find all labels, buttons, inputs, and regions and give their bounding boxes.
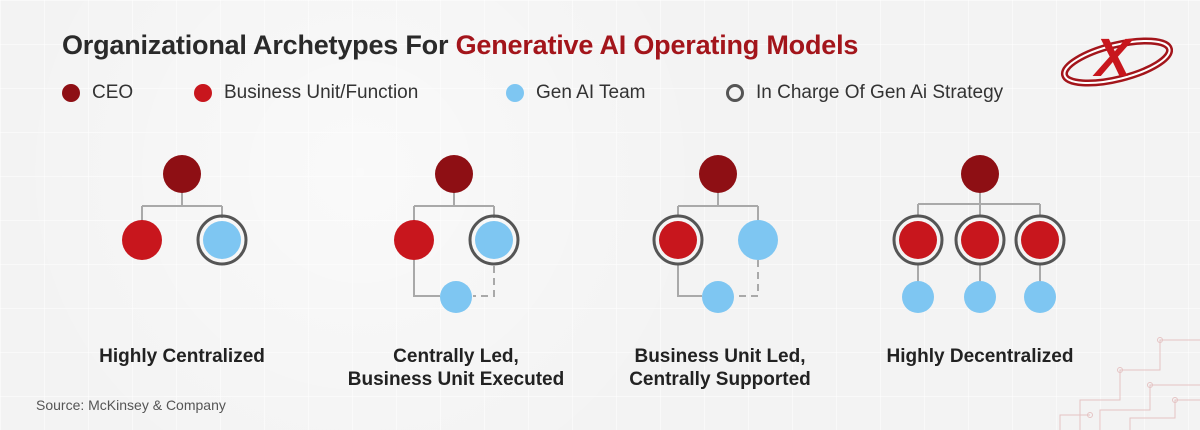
caption-line: Business Unit Executed bbox=[347, 369, 565, 390]
caption-line: Centrally Supported bbox=[629, 369, 811, 390]
archetype-highly-centralized bbox=[141, 192, 223, 222]
source-note: Source: McKinsey & Company bbox=[36, 397, 226, 413]
ceo-node bbox=[435, 155, 473, 193]
legend-item-gen-ai-team: Gen AI Team bbox=[506, 82, 646, 104]
archetype-3-nodes bbox=[652, 155, 778, 313]
gen-ai-team-node bbox=[738, 220, 778, 260]
circuit-decoration bbox=[1059, 337, 1200, 430]
title-accent: Generative AI Operating Models bbox=[455, 30, 859, 60]
legend: CEO Business Unit/Function Gen AI Team I… bbox=[0, 82, 1200, 106]
legend-label: Gen AI Team bbox=[536, 82, 646, 103]
legend-item-business-unit: Business Unit/Function bbox=[194, 82, 418, 104]
gen-ai-team-node bbox=[440, 281, 472, 313]
caption-bu-led: Business Unit Led, Centrally Supported bbox=[570, 345, 870, 391]
ceo-node bbox=[163, 155, 201, 193]
archetype-highly-decentralized bbox=[917, 192, 1041, 282]
gen-ai-team-node bbox=[964, 281, 996, 313]
archetype-2-nodes bbox=[394, 155, 520, 313]
ceo-node bbox=[699, 155, 737, 193]
gen-ai-team-node bbox=[902, 281, 934, 313]
strategy-ring bbox=[954, 214, 1006, 266]
gen-ai-team-dot-icon bbox=[506, 84, 524, 102]
caption-line: Highly Centralized bbox=[99, 346, 265, 367]
business-unit-node bbox=[961, 221, 999, 259]
business-unit-node bbox=[394, 220, 434, 260]
caption-line: Centrally Led, bbox=[393, 346, 519, 367]
gen-ai-team-node bbox=[1024, 281, 1056, 313]
ceo-node bbox=[961, 155, 999, 193]
strategy-ring bbox=[196, 214, 248, 266]
business-unit-node bbox=[659, 221, 697, 259]
business-unit-node bbox=[899, 221, 937, 259]
gen-ai-team-node bbox=[702, 281, 734, 313]
title-prefix: Organizational Archetypes For bbox=[62, 30, 456, 60]
legend-item-ceo: CEO bbox=[62, 82, 133, 104]
caption-line: Highly Decentralized bbox=[886, 346, 1074, 367]
page-title: Organizational Archetypes For Generative… bbox=[62, 30, 858, 61]
strategy-ring bbox=[652, 214, 704, 266]
archetype-centrally-led bbox=[413, 192, 495, 297]
archetype-bu-led bbox=[677, 192, 759, 297]
strategy-ring-icon bbox=[726, 84, 744, 102]
caption-centrally-led: Centrally Led, Business Unit Executed bbox=[306, 345, 606, 391]
x-swoosh-logo-icon: X bbox=[1060, 28, 1173, 88]
gen-ai-team-node bbox=[203, 221, 241, 259]
caption-highly-decentralized: Highly Decentralized bbox=[830, 345, 1130, 368]
legend-item-strategy: In Charge Of Gen Ai Strategy bbox=[726, 82, 1003, 104]
ceo-dot-icon bbox=[62, 84, 80, 102]
logo-mark: X bbox=[1092, 28, 1134, 88]
caption-line: Business Unit Led, bbox=[634, 346, 806, 367]
archetype-4-nodes bbox=[892, 155, 1066, 313]
business-unit-node bbox=[1021, 221, 1059, 259]
legend-label: Business Unit/Function bbox=[224, 82, 419, 103]
strategy-ring bbox=[468, 214, 520, 266]
strategy-ring bbox=[892, 214, 944, 266]
business-unit-dot-icon bbox=[194, 84, 212, 102]
gen-ai-team-node bbox=[475, 221, 513, 259]
strategy-ring bbox=[1014, 214, 1066, 266]
legend-label: CEO bbox=[92, 82, 134, 103]
archetype-1-nodes bbox=[122, 155, 248, 266]
business-unit-node bbox=[122, 220, 162, 260]
legend-label: In Charge Of Gen Ai Strategy bbox=[756, 82, 1004, 103]
caption-highly-centralized: Highly Centralized bbox=[32, 345, 332, 368]
